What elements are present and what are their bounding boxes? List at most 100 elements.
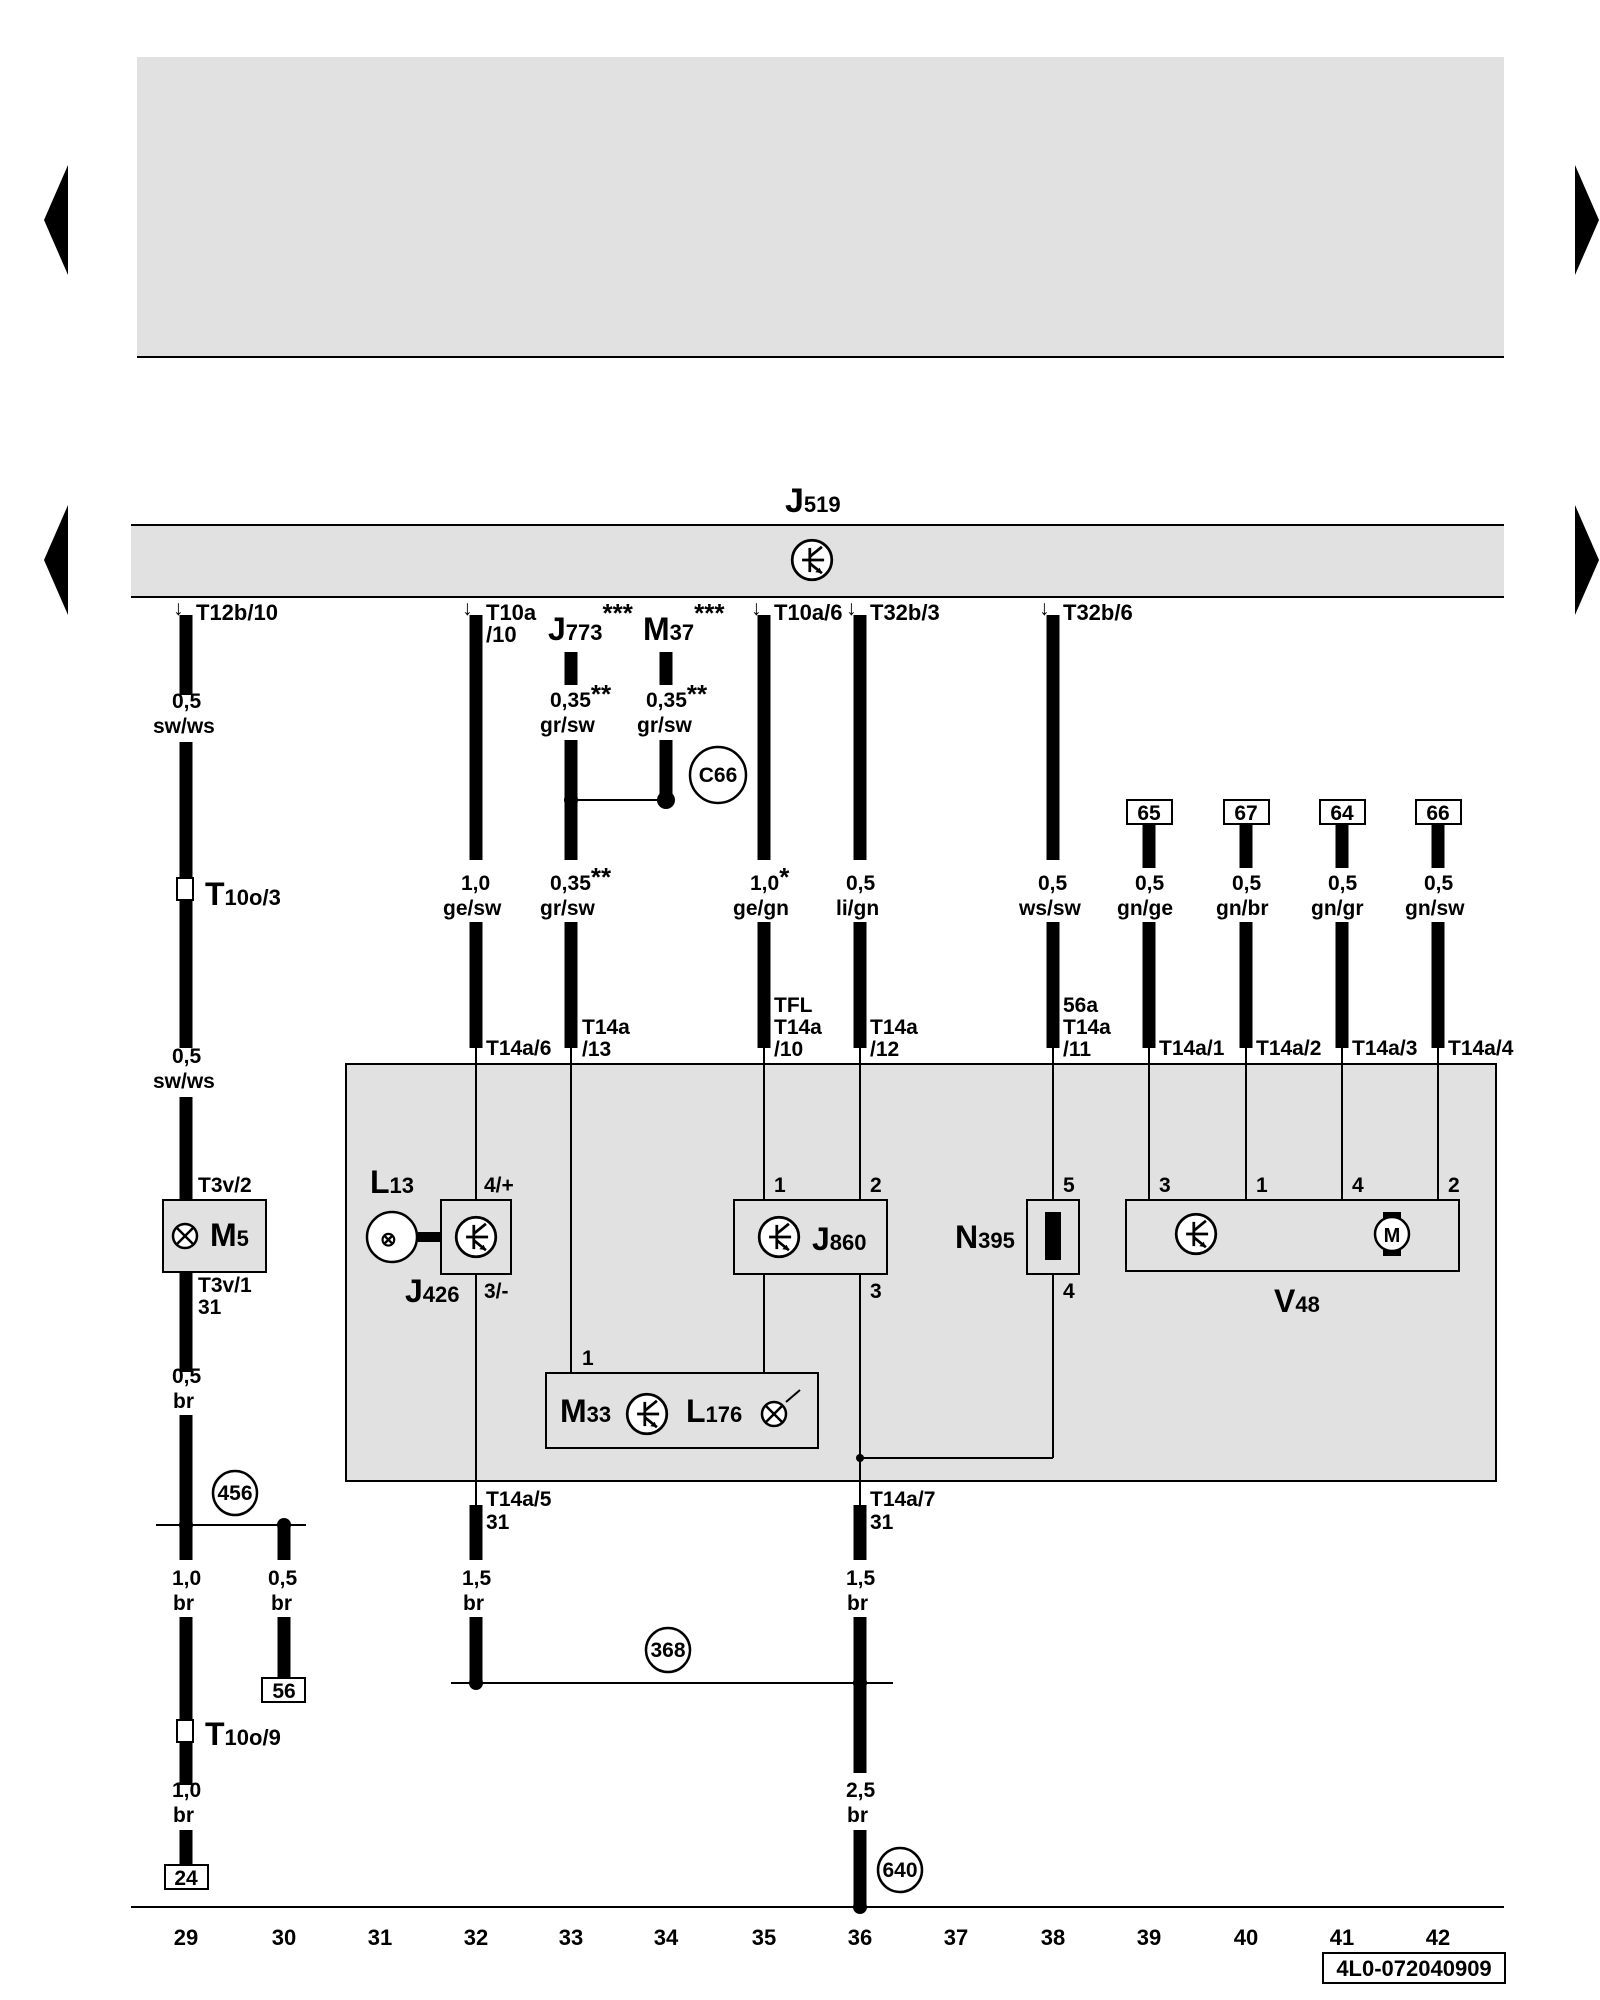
- ground-c66-badge: [688, 745, 748, 805]
- conn-t10a6: T10a/6: [774, 600, 843, 625]
- l176-label: L176: [686, 1393, 742, 1429]
- wire-39-size: 0,5: [1135, 872, 1165, 895]
- conn-t14a10-a: T14a: [774, 1016, 822, 1039]
- conn-t14a11-b: /11: [1063, 1038, 1091, 1061]
- header-panel: [137, 57, 1504, 357]
- conn-t14a5-31: 31: [486, 1511, 510, 1534]
- svg-text:64: 64: [1330, 802, 1354, 825]
- svg-text:2: 2: [1448, 1174, 1460, 1197]
- wire-35-size: 1,0*: [750, 862, 790, 895]
- col-41: 41: [1330, 1925, 1354, 1950]
- wire-33b-color: gr/sw: [540, 897, 596, 920]
- l13-lamp-icon: [365, 1210, 419, 1264]
- wire-36b-color: br: [847, 1592, 868, 1615]
- svg-text:↓: ↓: [751, 597, 762, 620]
- j860-transistor-icon: [757, 1215, 801, 1259]
- wire-29d-color: br: [173, 1592, 194, 1615]
- wire-35-color: ge/gn: [733, 897, 789, 920]
- svg-text:3: 3: [1159, 1174, 1171, 1197]
- ref-56-box: [261, 1677, 306, 1703]
- conn-t14a4: T14a/4: [1448, 1037, 1514, 1060]
- svg-text:65: 65: [1137, 802, 1161, 825]
- wire-32b-size: 1,5: [462, 1567, 492, 1590]
- conn-t14a12-b: /12: [870, 1038, 899, 1061]
- svg-text:5: 5: [1063, 1174, 1075, 1197]
- conn-t10a10-a: T10a: [486, 600, 537, 625]
- j773-label: J773***: [548, 598, 634, 647]
- col-31: 31: [368, 1925, 392, 1950]
- j519-transistor-icon: [790, 538, 834, 582]
- wire-29c-color: br: [173, 1390, 194, 1413]
- svg-text:66: 66: [1426, 802, 1449, 825]
- wire-38-color: ws/sw: [1018, 897, 1082, 920]
- nav-next-bottom-arrow[interactable]: [1575, 505, 1599, 615]
- col-35: 35: [752, 1925, 776, 1950]
- n395-coil-icon: [1045, 1212, 1061, 1260]
- svg-text:640: 640: [882, 1859, 917, 1882]
- m33-label: M33: [560, 1393, 611, 1429]
- ground-456-badge: [211, 1469, 259, 1517]
- conn-t3v1-31: 31: [198, 1296, 222, 1319]
- conn-t14a2: T14a/2: [1256, 1037, 1321, 1060]
- col-40: 40: [1234, 1925, 1258, 1950]
- svg-text:2: 2: [870, 1174, 882, 1197]
- wire-39-color: gn/ge: [1117, 897, 1173, 920]
- svg-text:⊗: ⊗: [380, 1229, 397, 1251]
- conn-t14a10-b: /10: [774, 1038, 803, 1061]
- wire-33b-size: 0,35**: [550, 862, 612, 895]
- j519-label: J519: [785, 482, 841, 520]
- svg-text:56: 56: [272, 1680, 295, 1703]
- svg-text:3: 3: [870, 1280, 882, 1303]
- svg-text:368: 368: [650, 1639, 685, 1662]
- wire-32a-size: 1,0: [461, 872, 490, 895]
- nav-next-top-arrow[interactable]: [1575, 165, 1599, 275]
- wire-41-color: gn/gr: [1311, 897, 1364, 920]
- j426-label: J426: [405, 1273, 460, 1309]
- svg-text:↓: ↓: [1039, 597, 1050, 620]
- nav-prev-bottom-arrow[interactable]: [44, 505, 68, 615]
- svg-text:4: 4: [1352, 1174, 1364, 1197]
- wire-42-size: 0,5: [1424, 872, 1454, 895]
- nav-prev-top-arrow[interactable]: [44, 165, 68, 275]
- wire-40-size: 0,5: [1232, 872, 1262, 895]
- col-42: 42: [1426, 1925, 1450, 1950]
- conn-t14a13-b: /13: [582, 1038, 611, 1061]
- m5-box: [162, 1199, 267, 1273]
- wire-42-color: gn/sw: [1405, 897, 1465, 920]
- wire-30-size: 0,5: [268, 1567, 298, 1590]
- ref-24-box: [164, 1864, 209, 1890]
- wire-29c-size: 0,5: [172, 1365, 202, 1388]
- n395-label: N395: [955, 1219, 1015, 1255]
- l176-lamp-icon: [760, 1400, 788, 1428]
- col-30: 30: [272, 1925, 296, 1950]
- conn-t14a11-a: T14a: [1063, 1016, 1111, 1039]
- wire-32a-color: ge/sw: [443, 897, 502, 920]
- wire-34-color: gr/sw: [637, 714, 693, 737]
- conn-t14a6: T14a/6: [486, 1037, 551, 1060]
- svg-text:456: 456: [217, 1482, 252, 1505]
- conn-56a: 56a: [1063, 994, 1098, 1017]
- m5-label: M5: [210, 1217, 249, 1253]
- ground-640-badge: [876, 1846, 924, 1894]
- j426-transistor-icon: [454, 1215, 498, 1259]
- conn-t14a3: T14a/3: [1352, 1037, 1417, 1060]
- svg-text:M: M: [1384, 1225, 1401, 1247]
- wire-29b-size: 0,5: [172, 1045, 202, 1068]
- wire-29a-color: sw/ws: [153, 715, 215, 738]
- wire-36b-size: 1,5: [846, 1567, 876, 1590]
- conn-t14a12-a: T14a: [870, 1016, 918, 1039]
- m37-label: M37***: [643, 598, 725, 647]
- conn-t14a7: T14a/7: [870, 1488, 935, 1511]
- conn-t3v1: T3v/1: [198, 1274, 252, 1297]
- wire-29e-color: br: [173, 1804, 194, 1827]
- col-34: 34: [654, 1925, 679, 1950]
- conn-t10o3: T10o/3: [205, 876, 281, 912]
- wire-41-size: 0,5: [1328, 872, 1358, 895]
- svg-text:1: 1: [582, 1347, 594, 1370]
- document-id-box: [1322, 1952, 1506, 1984]
- svg-text:67: 67: [1234, 802, 1257, 825]
- wire-36c-size: 2,5: [846, 1779, 876, 1802]
- svg-text:24: 24: [174, 1867, 198, 1890]
- conn-t32b6: T32b/6: [1063, 600, 1133, 625]
